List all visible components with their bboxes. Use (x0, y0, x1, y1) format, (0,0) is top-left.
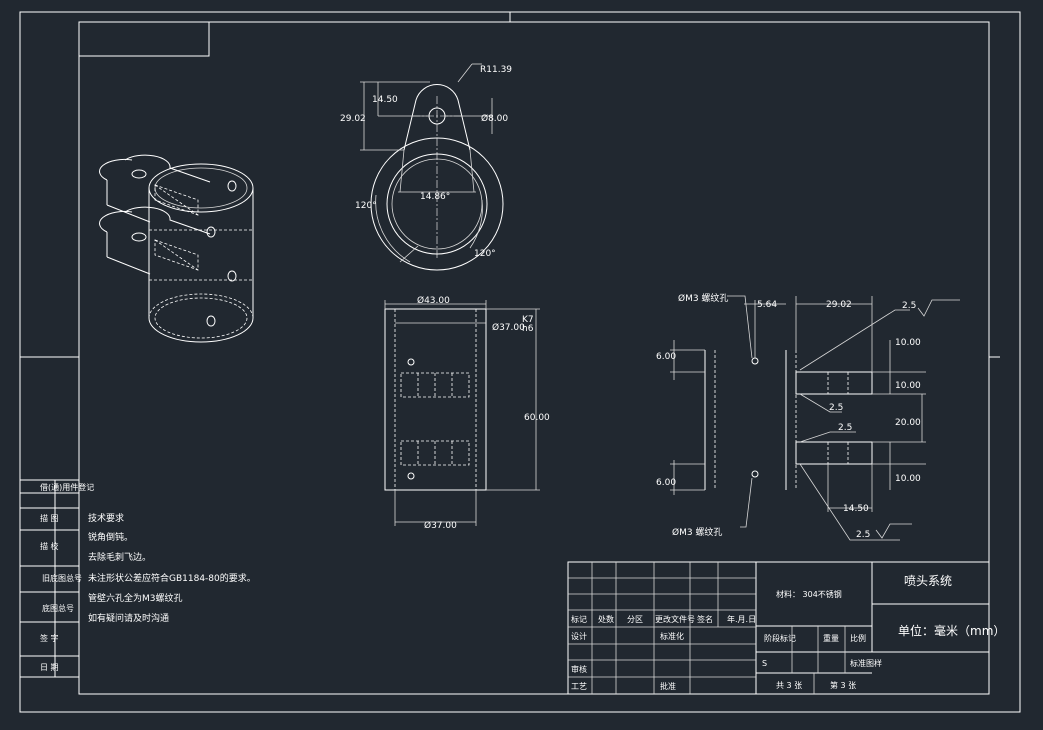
sheets-total: 共 3 张 (776, 681, 802, 690)
left-cell-5: 底图总号 (42, 603, 74, 613)
sheet-number: 第 3 张 (830, 680, 856, 690)
dim-20: 20.00 (895, 418, 921, 428)
dim-6-top: 6.00 (656, 352, 676, 362)
dim-phi37-bottom: Ø37.00 (424, 520, 457, 531)
dim-10-c: 10.00 (895, 474, 921, 484)
note-5: 如有疑问请及时沟通 (88, 612, 169, 624)
dim-phi8: Ø8.00 (481, 113, 508, 124)
left-cell-3: 描 校 (40, 541, 59, 551)
dim-5-64: 5.64 (757, 300, 777, 310)
dim-angle-120-right: 120° (474, 249, 496, 259)
left-cell-1: 借(通)用件登记 (40, 482, 94, 492)
dim-phi37-top: Ø37.00 (492, 322, 525, 333)
hole-label-top: ØM3 螺纹孔 (678, 292, 728, 304)
header-change-doc: 更改文件号 (655, 614, 695, 624)
roughness-mid-1: 2.5 (829, 403, 843, 413)
dim-angle-120-left: 120° (355, 201, 377, 211)
top-view: R11.39 14.50 29.02 Ø8.00 14.86° 120° 120… (340, 63, 512, 271)
dim-angle-14-86: 14.86° (420, 192, 450, 202)
note-2: 去除毛刺飞边。 (88, 551, 151, 563)
label-review: 审核 (571, 664, 587, 674)
dim-14-50: 14.50 (372, 95, 398, 105)
project-name: 喷头系统 (904, 574, 952, 588)
sheet-frame (19, 11, 1021, 713)
note-1: 锐角倒钝。 (88, 531, 133, 543)
dim-6-bottom: 6.00 (656, 478, 676, 488)
header-mark: 标记 (571, 614, 587, 624)
left-registration-column: 借(通)用件登记 描 图 描 校 旧底图总号 底图总号 签 字 日 期 (19, 479, 94, 678)
label-scale: 比例 (850, 633, 866, 643)
left-cell-7: 日 期 (40, 663, 59, 672)
side-view: ØM3 螺纹孔 ØM3 螺纹孔 5.64 29.02 2.5 10.00 10.… (656, 292, 960, 541)
dim-29-02-right: 29.02 (826, 300, 852, 310)
left-cell-6: 签 字 (40, 633, 59, 643)
material-value: 材料： 304不锈钢 (776, 589, 842, 599)
roughness-mid-2: 2.5 (838, 423, 852, 433)
isometric-view (99, 154, 254, 343)
label-approve: 批准 (660, 681, 676, 691)
note-3: 未注形状公差应符合GB1184-80的要求。 (88, 572, 256, 584)
notes-title: 技术要求 (88, 512, 124, 524)
technical-requirements: 技术要求 锐角倒钝。 去除毛刺飞边。 未注形状公差应符合GB1184-80的要求… (88, 512, 256, 624)
header-date: 年.月.日 (727, 614, 756, 624)
label-design: 设计 (571, 631, 587, 641)
dim-r11-39: R11.39 (480, 65, 512, 75)
note-4: 管壁六孔全为M3螺纹孔 (88, 592, 183, 604)
left-cell-2: 描 图 (40, 513, 59, 523)
dim-10-a: 10.00 (895, 338, 921, 348)
label-weight: 重量 (823, 633, 839, 643)
front-view: Ø43.00 Ø37.00 K7 h6 60.00 Ø37.00 (384, 295, 550, 531)
header-signature: 签名 (697, 614, 713, 624)
label-process: 工艺 (571, 682, 587, 691)
dim-phi43: Ø43.00 (417, 295, 450, 306)
title-block: 标记 处数 分区 更改文件号 签名 年.月.日 设计 标准化 审核 工艺 批准 … (567, 561, 1005, 695)
roughness-bottom: 2.5 (856, 530, 870, 540)
header-count: 处数 (598, 614, 614, 624)
dim-10-b: 10.00 (895, 381, 921, 391)
tolerance-upper: K7 (522, 315, 534, 325)
drawing-type: 标准图样 (850, 658, 882, 668)
label-stage-mark: 阶段标记 (764, 633, 796, 643)
dim-60: 60.00 (524, 413, 550, 423)
hole-label-bottom: ØM3 螺纹孔 (672, 526, 722, 538)
header-zone: 分区 (627, 615, 643, 624)
left-cell-4: 旧底图总号 (42, 573, 82, 583)
dim-14-50-bottom: 14.50 (843, 504, 869, 514)
tolerance-lower: h6 (522, 324, 534, 334)
roughness-top: 2.5 (902, 301, 916, 311)
unit-label: 单位：毫米（mm） (898, 623, 1005, 638)
label-standardization: 标准化 (660, 631, 684, 641)
stage-s: S (762, 659, 767, 668)
dim-29-02: 29.02 (340, 114, 366, 124)
